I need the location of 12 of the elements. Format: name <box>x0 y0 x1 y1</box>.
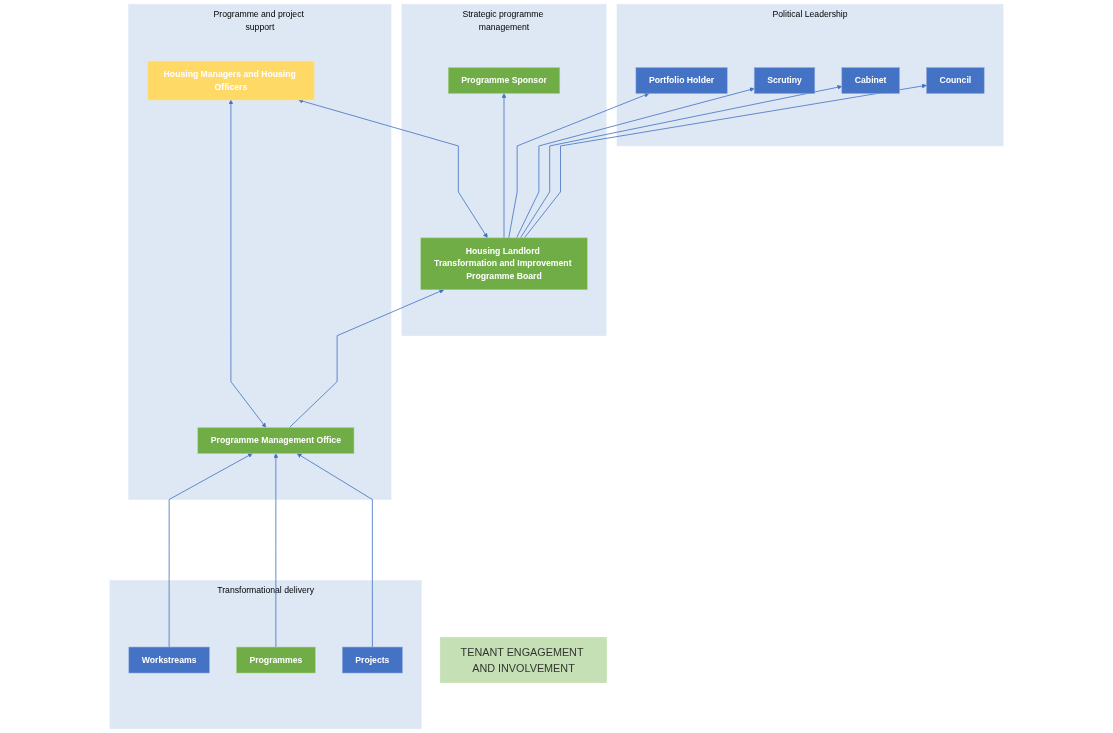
node-box: Housing Landlord Transformation and Improvement Programme Board <box>420 237 588 290</box>
node-box: Cabinet <box>841 67 900 94</box>
node-box: Projects <box>342 646 403 674</box>
node-box: Scrutiny <box>753 67 816 94</box>
node-box: Workstreams <box>128 646 210 674</box>
node-box: Programmes <box>236 646 316 674</box>
node-box: TENANT ENGAGEMENT AND INVOLVEMENT <box>439 637 607 683</box>
node-box: Portfolio Holder <box>635 67 728 94</box>
node-box: Programme Management Office <box>197 427 355 454</box>
node-box: Programme Sponsor <box>448 67 561 94</box>
node-box: Council <box>926 67 985 94</box>
node-box: Housing Managers and Housing Officers <box>147 60 315 101</box>
